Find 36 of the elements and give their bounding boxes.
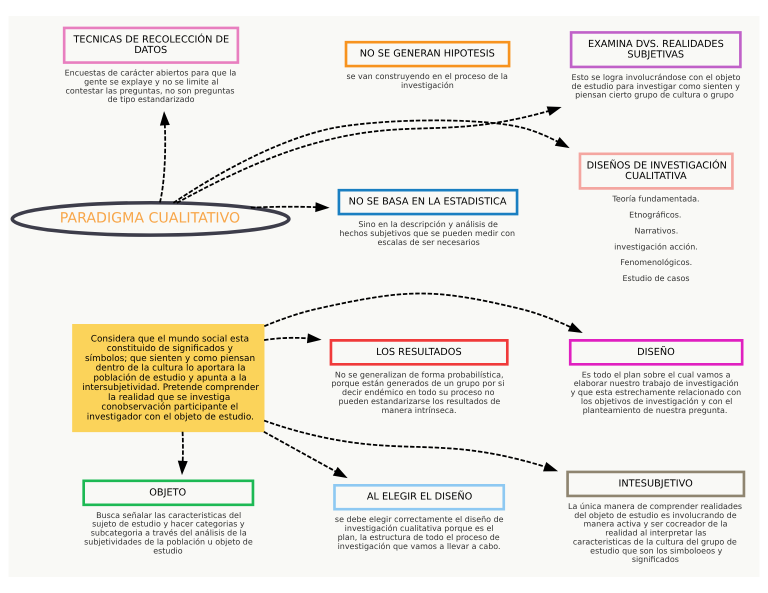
node-ellipse: PARADIGMA CUALITATIVO <box>10 200 291 237</box>
node-label: Etnográficos. <box>629 210 682 220</box>
arrow <box>264 333 322 344</box>
node-label: Sino en la descripción y análisis de hechos subjetivos que se pueden medir con escalas de ser necesarios <box>339 220 516 247</box>
node-box: INTESUBJETIVO <box>566 470 746 498</box>
node-box: AL ELEGIR EL DISEÑO <box>333 484 506 511</box>
node-box: OBJETO <box>82 480 254 506</box>
node-label: se van construyendo en el proceso de la investigación <box>346 72 508 90</box>
node-label: Es todo el plan sobre el cual vamos a elaborar nuestro trabajo de investigación y que esta estrechamente relacionado con los objetivos de investigación y con el planteamiento de nuestra pregunta. <box>570 370 742 415</box>
arrow <box>178 432 188 476</box>
node-box: LOS RESULTADOS <box>330 339 509 366</box>
node-label: La única manera de comprender realidades del objeto de estudio es involucrando de manera activa y ser cocreador de la realidad al interpretar las caracteristicas de la cultura del grupo de estudio que son los simboloeos y significados <box>568 502 742 564</box>
arrow <box>263 430 348 478</box>
node-label: Esto se logra involucrándose con el objeto de estudio para investigar como sienten y piensan cierto grupo de cultura o grupo <box>572 72 740 100</box>
node-label: Estudio de casos <box>622 274 690 284</box>
node-box: NO SE GENERAN HIPOTESIS <box>344 40 510 68</box>
arrow <box>264 420 558 472</box>
node-box: TECNICAS DE RECOLECCIÓN DE DATOS <box>62 26 240 64</box>
arrow <box>159 111 170 203</box>
node-box: NO SE BASA EN LA ESTADISTICA <box>338 188 518 216</box>
node-label: investigación acción. <box>614 242 698 252</box>
node-label: se debe elegir correctamente el diseño de investigación cualitativa porque es el plan, la estructura de todo el proceso de investigación que vamos a llevar a cabo. <box>334 515 504 551</box>
node-box: Considera que el mundo social esta constituido de significados y símbolos; que sienten y como piensan dentro de la cultura lo aportara la población de estudio y apunta a la intersubjetividad. Pretende comprender la realidad que se investiga conobservación participante el investigador con el objeto de estudio. <box>72 324 264 432</box>
arrow <box>172 120 570 204</box>
node-label: Narrativos. <box>634 226 678 236</box>
arrow <box>264 292 583 333</box>
node-box: DISEÑOS DE INVESTIGACIÓN CUALITATIVA <box>578 152 734 190</box>
node-label: Fenomenológicos. <box>620 258 692 268</box>
node-label: Busca señalar las caracteristicas del sujeto de estudio y hacer categorias y subcategoria a través del análisis de la subjetividades de la población u objeto de estudio <box>84 510 253 556</box>
node-label: Encuestas de carácter abiertos para que la gente se explaye y no se limite al contestar las preguntas, no son preguntas de tipo estandarizado <box>64 68 236 104</box>
node-label: No se generalizan de forma probabilística, porque están generados de un grupo por si decir endémico en todo su proceso no pueden estandarizarse los resultados de manera intrínseca. <box>331 370 504 415</box>
arrow <box>176 106 562 204</box>
node-box: DISEÑO <box>568 339 744 366</box>
node-label: Teoría fundamentada. <box>612 194 700 204</box>
node-box: EXAMINA DVS. REALIDADES SUBJETIVAS <box>570 31 742 68</box>
arrow <box>250 202 330 212</box>
